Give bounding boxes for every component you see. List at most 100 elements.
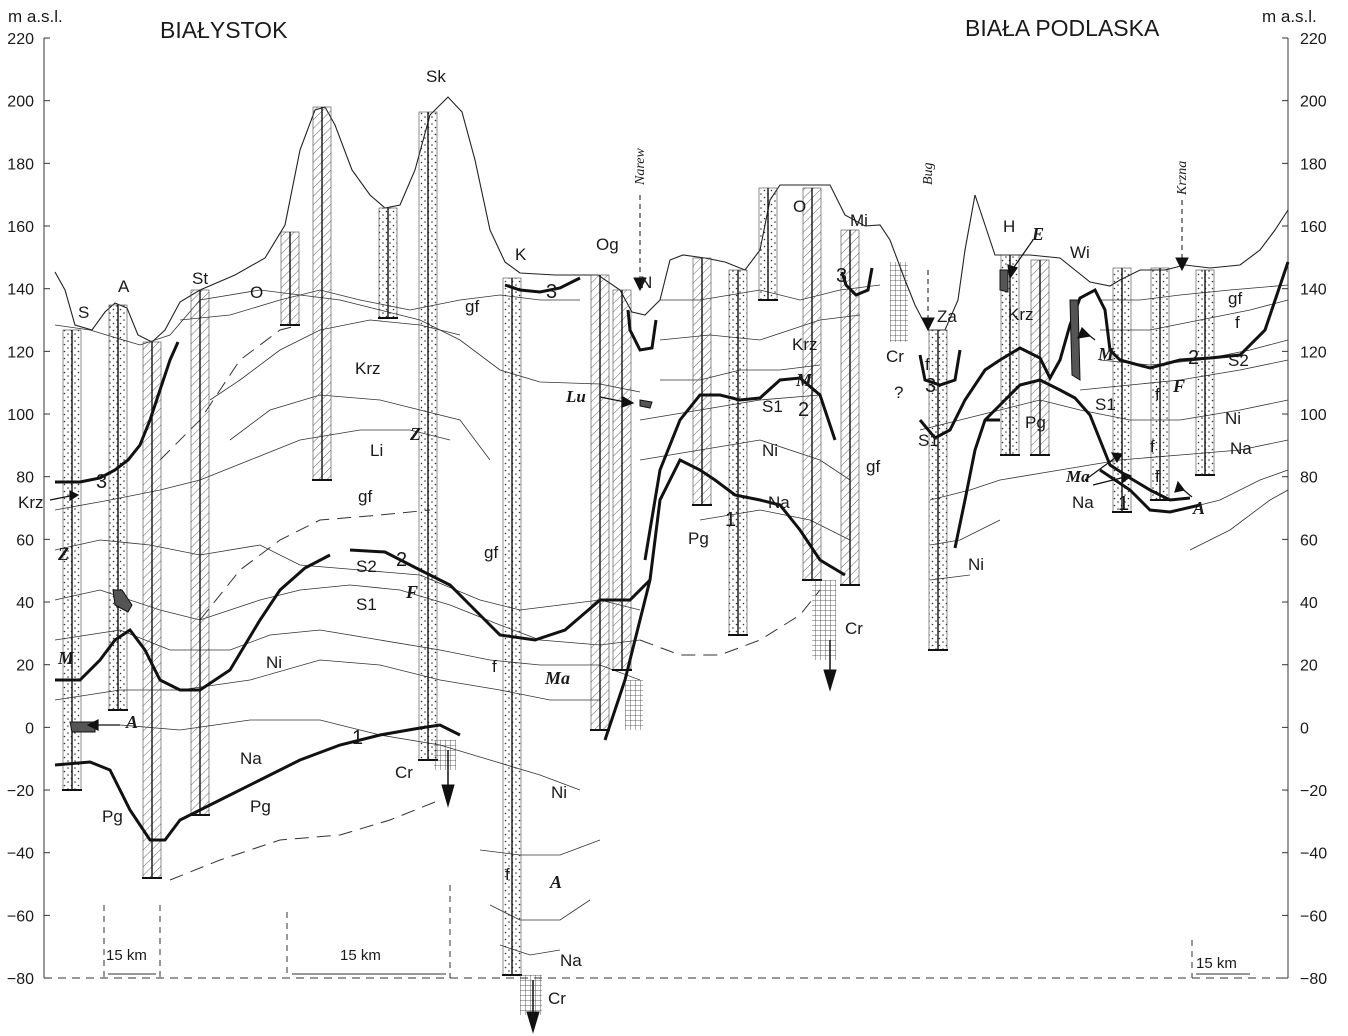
- unit-Krz: Krz: [1008, 305, 1034, 324]
- scale-bars: [103, 885, 1250, 978]
- tick-label-right: −20: [1300, 783, 1327, 800]
- left-unit-label: m a.s.l.: [8, 7, 63, 26]
- unit-gf: gf: [484, 543, 498, 562]
- unit-Ni: Ni: [266, 653, 282, 672]
- tick-label-left: 40: [16, 595, 34, 612]
- boundary-number-3: 3: [546, 281, 557, 303]
- tick-label-left: 160: [7, 219, 34, 236]
- italic-M: M: [57, 648, 75, 668]
- tick-label-left: 20: [16, 658, 34, 675]
- unit-Na: Na: [1230, 439, 1252, 458]
- tick-label-right: 100: [1300, 407, 1327, 424]
- station-S: S: [78, 303, 89, 322]
- tick-label-left: 180: [7, 156, 34, 173]
- boreholes: [62, 106, 1215, 1015]
- unit-Krz: Krz: [792, 335, 818, 354]
- unit-f: f: [505, 865, 510, 884]
- station-Og: Og: [596, 235, 619, 254]
- cretaceous-block: [434, 740, 456, 770]
- unit-S1: S1: [356, 595, 377, 614]
- unit-gf: gf: [866, 457, 880, 476]
- unit-Ni: Ni: [1225, 409, 1241, 428]
- italic-M: M: [1097, 344, 1115, 364]
- boundary-1-east: [603, 457, 846, 741]
- unit-f: f: [1155, 385, 1160, 404]
- tick-label-left: −40: [7, 846, 34, 863]
- boundary-3-west: [55, 341, 180, 484]
- station-A: A: [118, 277, 130, 296]
- cretaceous-block: [625, 680, 643, 730]
- scale-label-3: 15 km: [1196, 955, 1237, 972]
- station-O-east: O: [793, 197, 806, 216]
- unit-S2: S2: [356, 557, 377, 576]
- station-O-west: O: [250, 283, 263, 302]
- tick-label-right: −40: [1300, 846, 1327, 863]
- italic-Ma: Ma: [544, 668, 570, 688]
- unit-Krz: Krz: [18, 493, 44, 512]
- boundary-number-3: 3: [836, 265, 847, 287]
- axis-ticks: [44, 37, 1288, 979]
- tick-label-right: −80: [1300, 971, 1327, 988]
- borehole-down-arrows: [441, 640, 837, 1034]
- tick-label-left: 140: [7, 282, 34, 299]
- italic-F: F: [405, 582, 418, 602]
- unit-Ni: Ni: [551, 783, 567, 802]
- boundary-number-2: 2: [1188, 347, 1199, 369]
- unit-S1: S1: [1095, 395, 1116, 414]
- major-boundaries: [54, 261, 1290, 842]
- tick-label-left: −80: [7, 971, 34, 988]
- tick-label-right: 180: [1300, 156, 1327, 173]
- italic-M: M: [795, 370, 813, 390]
- unit-f: f: [1150, 437, 1155, 456]
- unit-question: ?: [894, 383, 903, 402]
- tick-label-right: 140: [1300, 282, 1327, 299]
- boundary-number-1: 1: [1118, 493, 1129, 515]
- italic-Lu: Lu: [565, 387, 586, 406]
- boundary-number-2: 2: [396, 549, 407, 571]
- station-Wi: Wi: [1070, 243, 1090, 262]
- station-K: K: [515, 245, 527, 264]
- boundary-2-east: [643, 376, 837, 561]
- unit-Pg: Pg: [250, 797, 271, 816]
- boundary-1-west: [54, 723, 461, 842]
- unit-gf: gf: [465, 297, 479, 316]
- tick-label-right: 200: [1300, 94, 1327, 111]
- unit-Pg: Pg: [102, 807, 123, 826]
- cretaceous-block: [812, 580, 836, 660]
- italic-A: A: [549, 872, 562, 892]
- river-label-krzna: Krzna: [1175, 161, 1190, 196]
- tick-label-right: 40: [1300, 595, 1318, 612]
- tick-label-left: 220: [7, 31, 34, 48]
- layer-lines: [54, 284, 1289, 956]
- italic-E: E: [1031, 224, 1044, 244]
- tick-label-right: 220: [1300, 31, 1327, 48]
- station-St: St: [192, 269, 208, 288]
- unit-Cr: Cr: [395, 763, 413, 782]
- tick-label-right: −60: [1300, 908, 1327, 925]
- unit-gf: gf: [358, 487, 372, 506]
- unit-Cr: Cr: [548, 989, 566, 1008]
- annotation-arrows: [49, 239, 1193, 731]
- boundary-number-2: 2: [798, 399, 809, 421]
- tick-label-left: 60: [16, 532, 34, 549]
- inferred-boundaries: [159, 324, 821, 881]
- unit-Cr: Cr: [845, 619, 863, 638]
- tick-label-right: 80: [1300, 470, 1318, 487]
- italic-A: A: [125, 712, 138, 732]
- tick-label-right: 60: [1300, 532, 1318, 549]
- left-city-title: BIAŁYSTOK: [160, 17, 288, 43]
- italic-Z: Z: [409, 424, 421, 444]
- river-markers: [633, 195, 1189, 332]
- unit-S1: S1: [762, 397, 783, 416]
- boundary-1-bug: [953, 378, 1191, 549]
- italic-Z: Z: [57, 544, 69, 564]
- boundary-3-za: [918, 349, 962, 387]
- tick-label-right: 160: [1300, 219, 1327, 236]
- unit-f: f: [1155, 467, 1160, 486]
- unit-Na: Na: [768, 493, 790, 512]
- unit-S2: S2: [1228, 351, 1249, 370]
- boundary-number-1: 1: [352, 727, 363, 749]
- unit-S1: S1: [918, 431, 939, 450]
- boundary-1-krzna: [1099, 468, 1201, 514]
